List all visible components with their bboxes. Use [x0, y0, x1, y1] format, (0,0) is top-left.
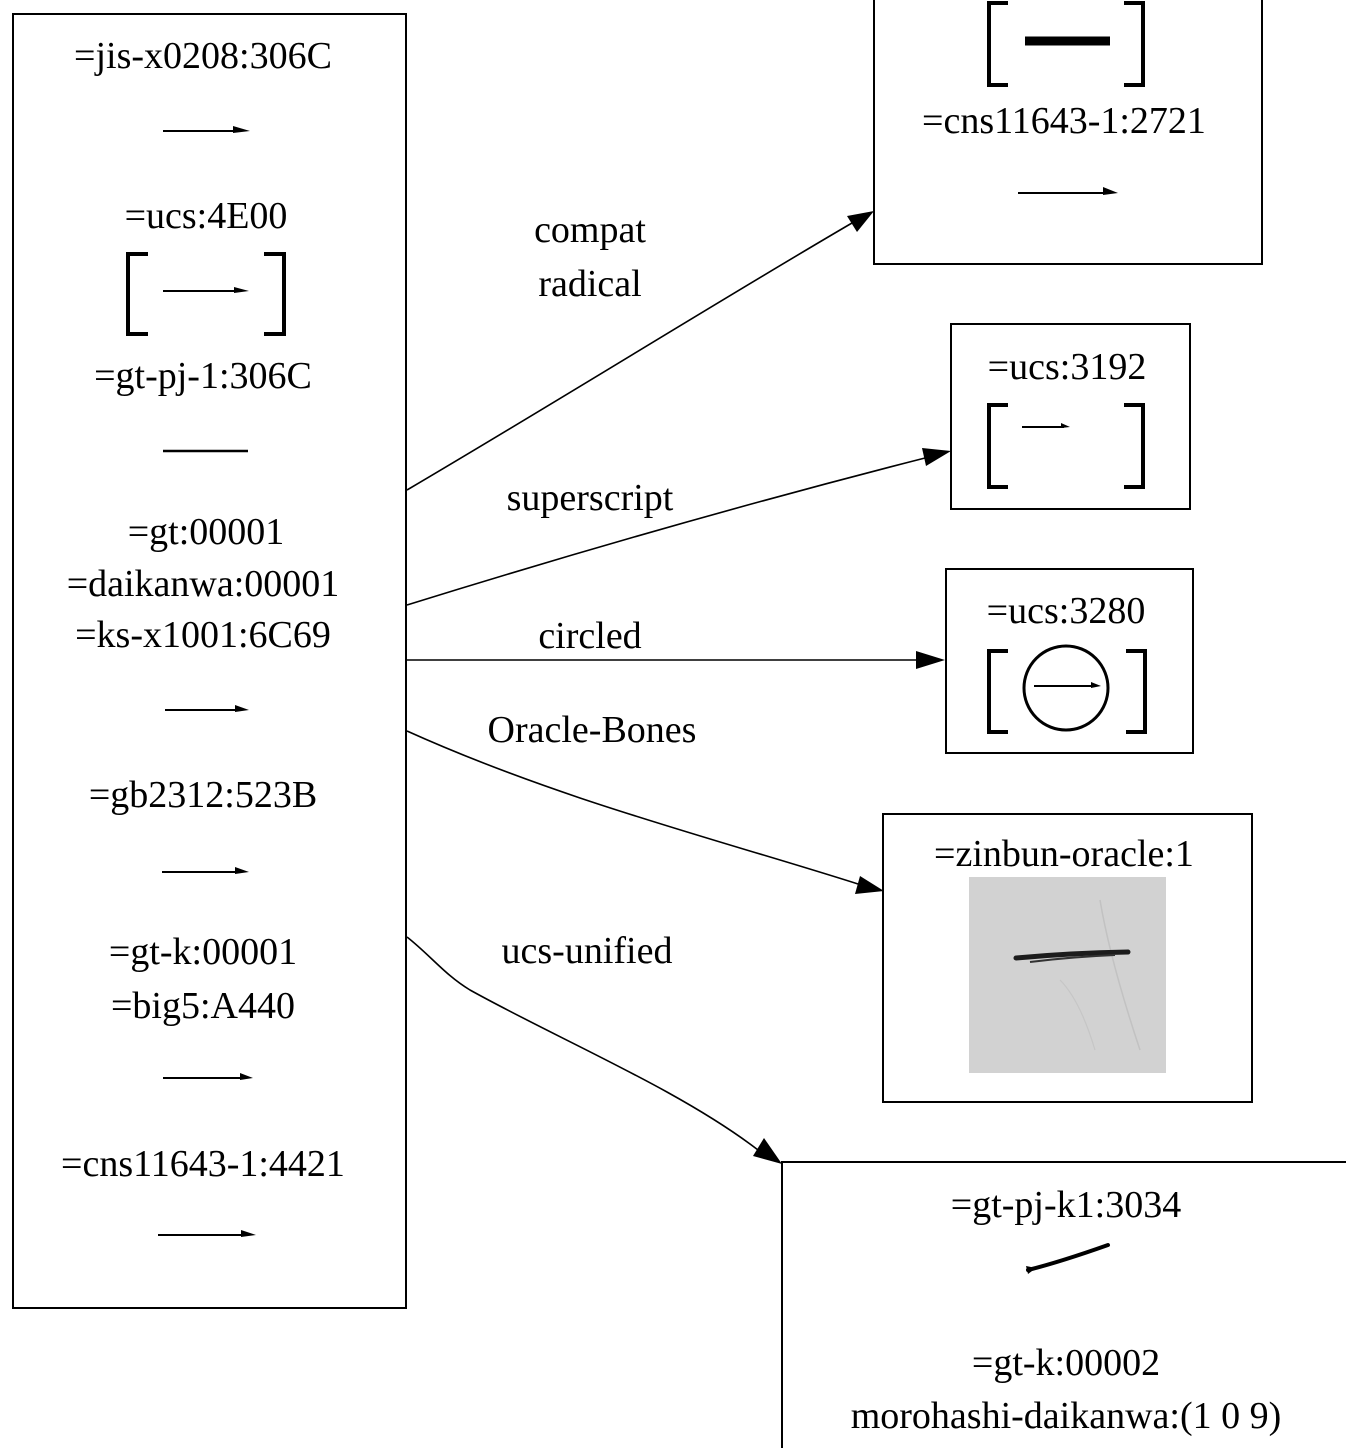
main-node[interactable]: =jis-x0208:306C =ucs:4E00 =gt-pj-1:306C …	[12, 13, 407, 1309]
arrowhead	[855, 876, 884, 894]
node-box	[945, 568, 1194, 754]
edge-oracle-bones[interactable]: Oracle-Bones	[406, 709, 884, 894]
superscript-glyph-bracketed	[987, 403, 1145, 489]
unified-glyph	[1026, 1243, 1110, 1274]
edge-label-oracle-bones: Oracle-Bones	[488, 709, 697, 751]
node-box	[882, 813, 1253, 1103]
edge-label-circled: circled	[538, 615, 641, 657]
node-zinbun-oracle-1[interactable]: =zinbun-oracle:1	[882, 813, 1253, 1103]
arrowhead	[922, 448, 951, 466]
main-label-cns11643: =cns11643-1:4421	[61, 1143, 345, 1185]
edge-label-ucs-unified: ucs-unified	[502, 930, 673, 972]
main-label-gb2312: =gb2312:523B	[89, 774, 317, 816]
node-box	[873, 0, 1263, 265]
main-label-gt-k: =gt-k:00001	[109, 931, 297, 973]
edge-superscript[interactable]: superscript	[406, 448, 951, 606]
compat-glyph-bracketed	[987, 1, 1145, 87]
edge-ucs-unified[interactable]: ucs-unified	[406, 930, 782, 1164]
edge-label-superscript: superscript	[507, 477, 674, 519]
node-ucs-3192[interactable]: =ucs:3192	[950, 323, 1191, 510]
compat-glyph	[1018, 187, 1118, 195]
main-node-box	[12, 13, 407, 1309]
node-label-morohashi: morohashi-daikanwa:(1 0 9)	[851, 1395, 1282, 1437]
main-glyph-5	[163, 1073, 253, 1080]
main-label-gt-pj-1: =gt-pj-1:306C	[94, 355, 312, 397]
arrowhead	[847, 211, 874, 232]
node-label: =ucs:3192	[988, 346, 1147, 388]
main-label-daikanwa: =daikanwa:00001	[67, 563, 340, 605]
node-label-gt-pj-k1: =gt-pj-k1:3034	[951, 1184, 1181, 1226]
edge-label-compat: compat	[534, 209, 646, 251]
main-glyph-6	[158, 1230, 256, 1237]
node-ucs-3280[interactable]: =ucs:3280	[945, 568, 1194, 754]
node-label: =cns11643-1:2721	[922, 100, 1206, 142]
node-label: =zinbun-oracle:1	[934, 833, 1194, 875]
node-box	[781, 1161, 1346, 1448]
edge-circled[interactable]: circled	[407, 615, 945, 669]
main-glyph-4	[162, 867, 249, 874]
node-box	[950, 323, 1191, 510]
node-label-gt-k: =gt-k:00002	[972, 1342, 1160, 1384]
oracle-bone-image	[969, 877, 1166, 1073]
edge-label-radical: radical	[538, 263, 641, 305]
main-glyph-1	[163, 126, 250, 133]
node-label: =ucs:3280	[987, 590, 1146, 632]
arrowhead	[753, 1138, 782, 1164]
circled-glyph-bracketed	[987, 644, 1147, 734]
main-label-ucs: =ucs:4E00	[125, 195, 288, 237]
arrowhead	[916, 651, 945, 669]
main-glyph-bracketed	[126, 252, 286, 336]
edge-compat-radical[interactable]: compat radical	[406, 209, 874, 491]
main-label-gt: =gt:00001	[128, 511, 285, 553]
node-gt-pj-k1-3034[interactable]: =gt-pj-k1:3034 =gt-k:00002 morohashi-dai…	[781, 1161, 1346, 1448]
main-label-ks-x1001: =ks-x1001:6C69	[75, 614, 331, 656]
main-label-big5: =big5:A440	[111, 985, 295, 1027]
main-label-jis-x0208: =jis-x0208:306C	[74, 35, 332, 77]
node-cns11643-2721[interactable]: =cns11643-1:2721	[873, 0, 1263, 265]
main-glyph-3	[165, 705, 249, 712]
